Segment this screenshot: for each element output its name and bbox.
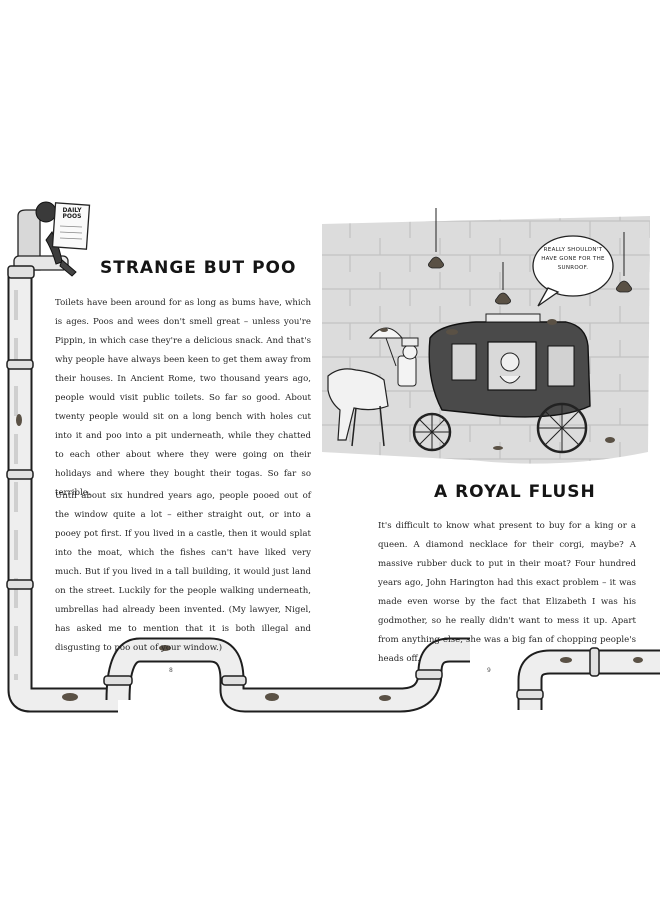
body-paragraph: Until about six hundred years ago, peopl… xyxy=(55,491,311,653)
body-paragraph: Toilets have been around for as long as … xyxy=(55,298,311,498)
speech-bubble-text: REALLY SHOULDN'T HAVE GONE FOR THE SUNRO… xyxy=(541,247,605,271)
kid-reading-newspaper-icon xyxy=(13,201,91,277)
pipe-poo-stains xyxy=(16,414,643,701)
body-paragraph: It's difficult to know what present to b… xyxy=(378,521,636,664)
sewer-pipe-icon xyxy=(6,265,660,713)
page-number: 8 xyxy=(169,667,173,674)
page-number: 9 xyxy=(487,667,491,674)
horse-carriage-illustration xyxy=(322,208,650,464)
newspaper-title: DAILY POOS xyxy=(62,207,82,220)
page-title-strange-but-poo: STRANGE BUT POO xyxy=(100,258,297,278)
page-title-a-royal-flush: A ROYAL FLUSH xyxy=(434,482,596,502)
